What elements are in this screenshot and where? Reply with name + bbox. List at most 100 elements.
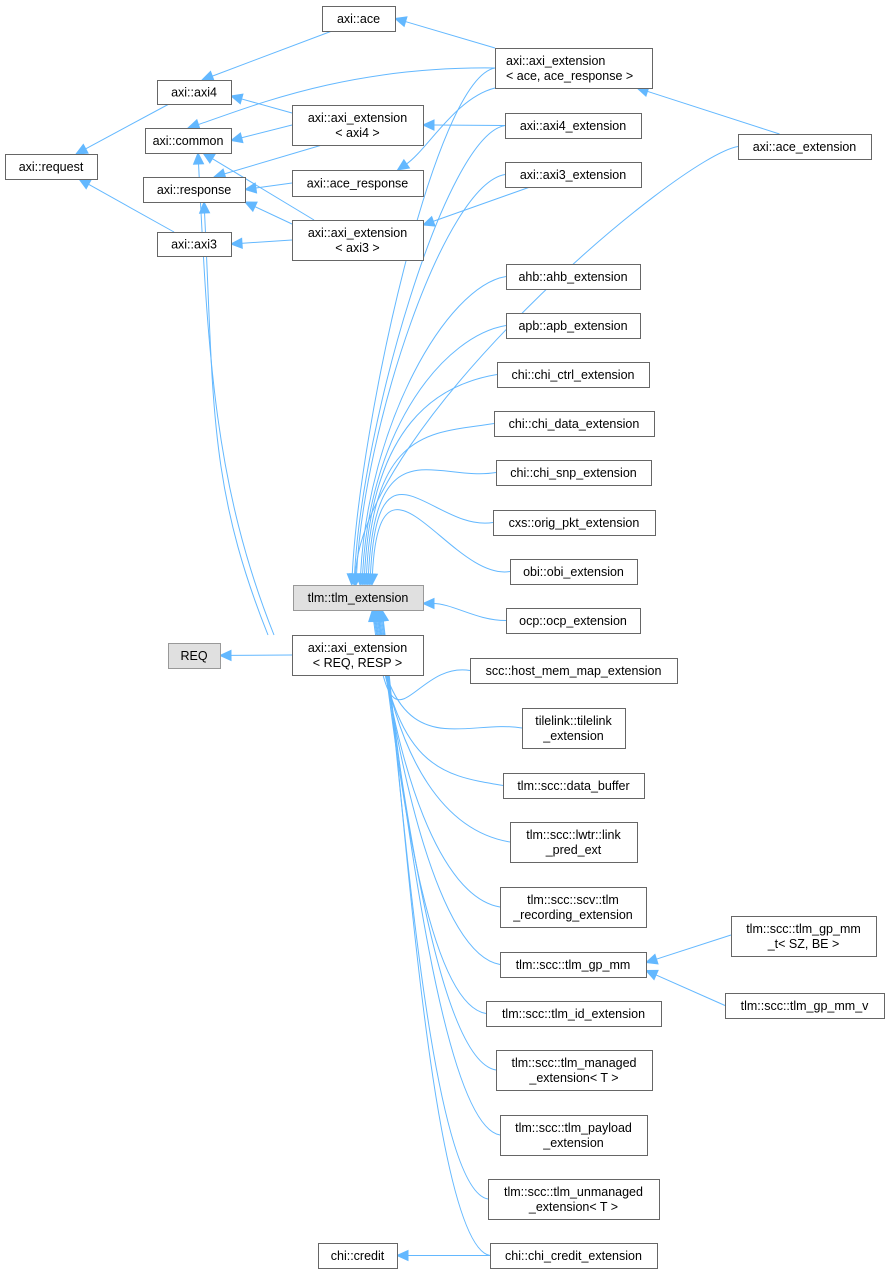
node-label: axi::axi_extension — [308, 111, 407, 125]
class-node-unmanaged[interactable]: tlm::scc::tlm_unmanaged_extension< T > — [488, 1179, 660, 1220]
class-node-tlm-extension[interactable]: tlm::tlm_extension — [293, 585, 424, 611]
edge-ext-req-resp-to-response-arrowhead — [198, 200, 211, 214]
node-label: axi::request — [19, 160, 84, 174]
edge-gp-mm-v-to-gp-mm — [654, 974, 726, 1006]
node-label: axi::axi3_extension — [520, 168, 626, 182]
node-box — [731, 916, 877, 957]
node-box — [505, 162, 642, 188]
class-node-chi-data[interactable]: chi::chi_data_extension — [494, 411, 655, 437]
class-node-ace[interactable]: axi::ace — [322, 6, 396, 32]
node-box — [510, 559, 638, 585]
node-label: tlm::scc::lwtr::link — [526, 828, 621, 842]
class-node-managed[interactable]: tlm::scc::tlm_managed_extension< T > — [496, 1050, 653, 1091]
node-label: tlm::scc::tlm_gp_mm — [746, 922, 861, 936]
edge-ext-axi3-to-response-arrowhead — [243, 201, 258, 213]
edge-axi4-extension-to-tlm-extension — [354, 125, 506, 576]
class-node-gp-mm[interactable]: tlm::scc::tlm_gp_mm — [500, 952, 647, 978]
node-label: axi::axi_extension — [308, 226, 407, 240]
edge-ext-axi4-to-common — [240, 124, 293, 139]
class-node-obi[interactable]: obi::obi_extension — [510, 559, 638, 585]
edge-axi3-extension-to-ext-axi3-arrowhead — [421, 215, 436, 227]
class-node-ext-axi3[interactable]: axi::axi_extension< axi3 > — [292, 220, 424, 261]
node-label: chi::chi_snp_extension — [510, 466, 637, 480]
class-node-ext-req-resp[interactable]: axi::axi_extension< REQ, RESP > — [292, 635, 424, 676]
node-box — [143, 177, 246, 203]
node-box — [157, 80, 232, 105]
edge-ext-axi3-to-axi3-arrowhead — [229, 237, 243, 250]
class-node-axi4-extension[interactable]: axi::axi4_extension — [505, 113, 642, 139]
class-node-axi3-extension[interactable]: axi::axi3_extension — [505, 162, 642, 188]
edge-ext-ace-to-ace — [404, 20, 496, 49]
edge-ocp-to-tlm-extension-arrowhead — [421, 597, 435, 610]
node-box — [292, 170, 424, 197]
class-node-tilelink[interactable]: tilelink::tilelink_extension — [522, 708, 626, 749]
node-label: _pred_ext — [545, 843, 602, 857]
node-label: ahb::ahb_extension — [518, 270, 627, 284]
node-label: _t< SZ, BE > — [767, 937, 840, 951]
class-node-link-pred[interactable]: tlm::scc::lwtr::link_pred_ext — [510, 822, 638, 863]
class-node-axi4[interactable]: axi::axi4 — [157, 80, 232, 105]
node-label: chi::credit — [331, 1249, 385, 1263]
class-node-apb[interactable]: apb::apb_extension — [506, 313, 641, 339]
edge-ext-axi3-to-common-arrowhead — [201, 152, 216, 164]
class-node-request[interactable]: axi::request — [5, 154, 98, 180]
node-box — [490, 1243, 658, 1269]
class-node-chi-credit[interactable]: chi::chi_credit_extension — [490, 1243, 658, 1269]
class-node-host-mem[interactable]: scc::host_mem_map_extension — [470, 658, 678, 684]
edge-ext-req-resp-to-REQ-arrowhead — [218, 649, 232, 662]
class-node-cxs[interactable]: cxs::orig_pkt_extension — [493, 510, 656, 536]
node-label: tlm::scc::tlm_gp_mm — [516, 958, 631, 972]
class-node-response[interactable]: axi::response — [143, 177, 246, 203]
class-node-ocp[interactable]: ocp::ocp_extension — [506, 608, 641, 634]
node-box — [493, 510, 656, 536]
node-box — [522, 708, 626, 749]
class-node-axi3[interactable]: axi::axi3 — [157, 232, 232, 257]
class-node-credit[interactable]: chi::credit — [318, 1243, 398, 1269]
edge-unmanaged-to-tlm-extension — [381, 619, 489, 1200]
edge-gp-mm-v-to-gp-mm-arrowhead — [644, 969, 659, 981]
edge-axi4-extension-to-ext-axi4-arrowhead — [421, 119, 435, 131]
edge-ahb-to-tlm-extension — [360, 276, 507, 576]
class-node-gp-mm-v[interactable]: tlm::scc::tlm_gp_mm_v — [725, 993, 885, 1019]
class-node-ext-ace[interactable]: axi::axi_extension< ace, ace_response > — [495, 48, 653, 89]
edge-axi3-extension-to-tlm-extension — [355, 174, 506, 576]
node-box — [157, 232, 232, 257]
node-label: tilelink::tilelink — [535, 714, 612, 728]
class-node-chi-ctrl[interactable]: chi::chi_ctrl_extension — [497, 362, 650, 388]
class-node-recording[interactable]: tlm::scc::scv::tlm_recording_extension — [500, 887, 647, 928]
class-node-gp-mm-t[interactable]: tlm::scc::tlm_gp_mm_t< SZ, BE > — [731, 916, 877, 957]
edge-cxs-to-tlm-extension — [369, 493, 494, 576]
class-node-req[interactable]: REQ — [168, 643, 221, 669]
class-node-chi-snp[interactable]: chi::chi_snp_extension — [496, 460, 652, 486]
edge-ocp-to-tlm-extension — [432, 603, 507, 621]
class-node-payload[interactable]: tlm::scc::tlm_payload_extension — [500, 1115, 648, 1156]
edge-axi4-to-request-arrowhead — [74, 143, 89, 155]
node-box — [145, 128, 232, 154]
node-box — [506, 264, 641, 290]
class-node-ext-axi4[interactable]: axi::axi_extension< axi4 > — [292, 105, 424, 146]
node-box — [168, 643, 221, 669]
class-node-data-buffer[interactable]: tlm::scc::data_buffer — [503, 773, 645, 799]
class-node-ahb[interactable]: ahb::ahb_extension — [506, 264, 641, 290]
class-node-ace-extension[interactable]: axi::ace_extension — [738, 134, 872, 160]
node-label: chi::chi_credit_extension — [505, 1249, 642, 1263]
class-node-id-ext[interactable]: tlm::scc::tlm_id_extension — [486, 1001, 662, 1027]
class-node-common[interactable]: axi::common — [145, 128, 232, 154]
edge-managed-to-tlm-extension — [379, 619, 497, 1071]
edge-ext-req-resp-to-common-arrowhead — [192, 151, 205, 165]
node-label: axi::axi_extension — [308, 641, 407, 655]
node-box — [488, 1179, 660, 1220]
node-box — [470, 658, 678, 684]
node-box — [5, 154, 98, 180]
node-label: < ace, ace_response > — [506, 69, 633, 83]
edge-ext-ace-to-common — [197, 67, 496, 126]
node-box — [505, 113, 642, 139]
node-box — [500, 952, 647, 978]
node-box — [495, 48, 653, 89]
edge-axi4-to-request — [84, 103, 170, 150]
edge-ext-ace-to-tlm-extension-arrowhead — [346, 573, 359, 587]
class-node-ace-response[interactable]: axi::ace_response — [292, 170, 424, 197]
node-box — [496, 1050, 653, 1091]
node-label: axi::ace — [337, 12, 380, 26]
